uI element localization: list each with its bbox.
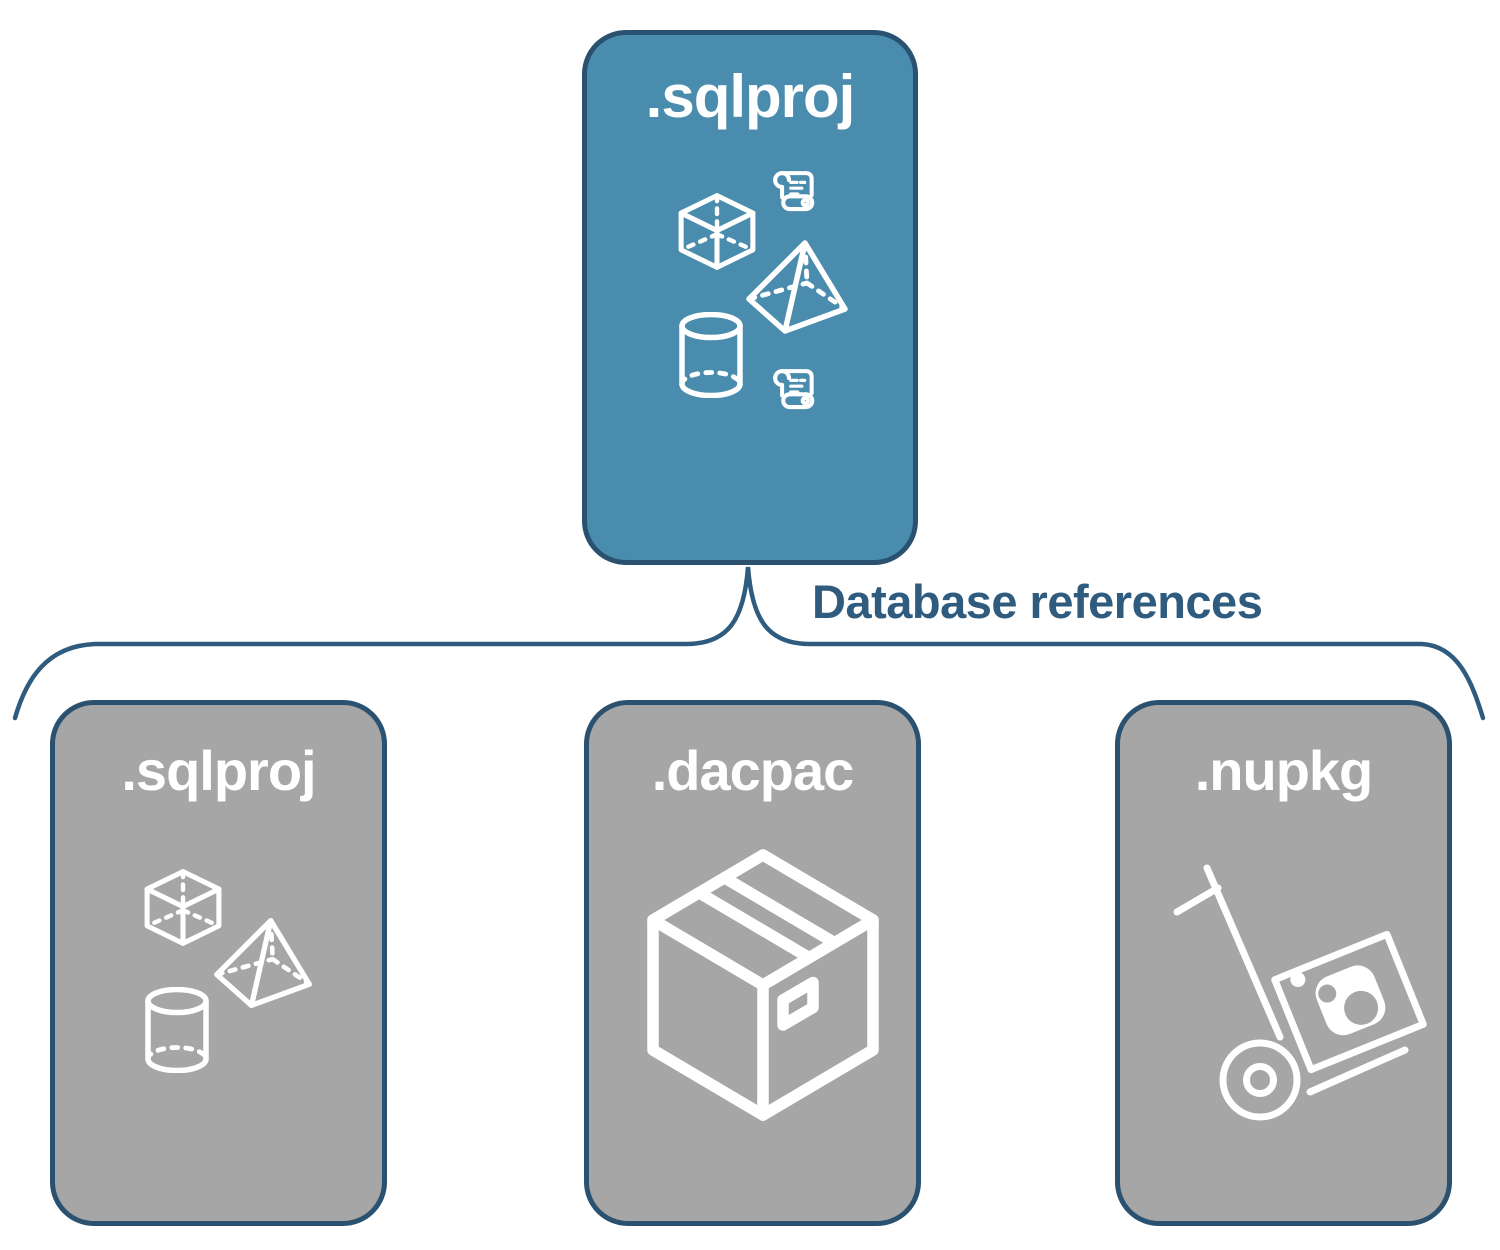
node-title: .sqlproj bbox=[645, 63, 856, 130]
node-child-nupkg: .nupkg bbox=[1115, 700, 1452, 1226]
scroll-icon bbox=[773, 369, 815, 410]
cube-icon bbox=[678, 193, 756, 270]
node-child-dacpac: .dacpac bbox=[584, 700, 921, 1226]
hand-truck-nuget-icon bbox=[1173, 864, 1427, 1121]
connector-label: Database references bbox=[812, 575, 1263, 628]
pyramid-icon bbox=[214, 917, 312, 1009]
node-title: .dacpac bbox=[651, 739, 855, 802]
cylinder-icon bbox=[679, 312, 743, 398]
node-root-sqlproj: .sqlproj bbox=[582, 30, 918, 565]
package-box-icon bbox=[647, 849, 879, 1121]
cylinder-icon bbox=[145, 987, 209, 1073]
node-child-sqlproj: .sqlproj bbox=[50, 700, 387, 1226]
cube-icon bbox=[144, 869, 222, 946]
scroll-icon bbox=[773, 171, 815, 212]
pyramid-icon bbox=[746, 240, 848, 334]
node-title: .sqlproj bbox=[121, 739, 316, 802]
node-title: .nupkg bbox=[1194, 739, 1374, 802]
